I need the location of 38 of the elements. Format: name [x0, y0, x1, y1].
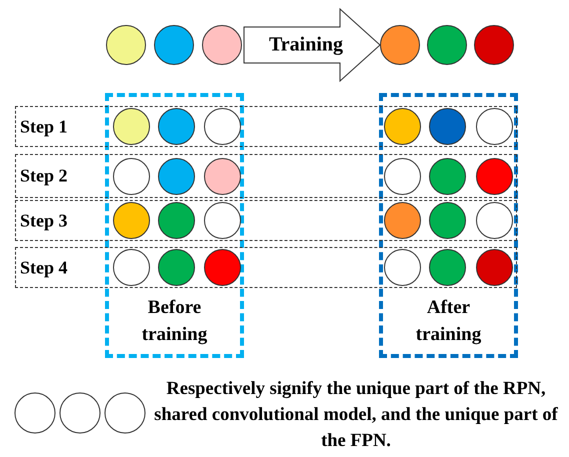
step-label: Step 2 [20, 166, 68, 186]
circle-shape [158, 202, 194, 239]
circle-shape [112, 108, 150, 145]
circle-shape [112, 158, 150, 194]
edge-label: Training [268, 34, 344, 56]
circle-shape [112, 249, 150, 286]
circle-shape [476, 158, 512, 194]
circle-shape [474, 25, 514, 65]
group-label: Before training [140, 296, 208, 347]
circle-shape [204, 249, 240, 286]
circle-shape [428, 158, 466, 194]
circle-shape [476, 202, 512, 239]
circle-shape [204, 108, 240, 145]
circle-shape [476, 249, 512, 286]
circle-shape [384, 158, 420, 194]
circle-shape [154, 25, 194, 65]
circle-shape [158, 108, 194, 145]
step-label: Step 1 [20, 116, 68, 137]
step-label: Step 4 [20, 257, 68, 278]
legend-text: Respectively signify the unique part of the RPN, shared convolutional model, and the unique part of the FPN. [153, 378, 559, 453]
circle-shape [428, 249, 466, 286]
circle-shape [106, 25, 146, 65]
circle-shape [476, 108, 512, 145]
circle-shape [204, 158, 240, 194]
circle-shape [384, 108, 420, 145]
circle-shape [384, 249, 420, 286]
circle-shape [380, 25, 420, 65]
circle-shape [428, 202, 466, 239]
circle-shape [427, 25, 467, 65]
group-label: After training [414, 296, 482, 347]
step-label: Step 3 [20, 210, 68, 231]
circle-shape [428, 108, 466, 145]
circle-shape [384, 202, 420, 239]
circle-shape [158, 158, 194, 194]
circle-shape [202, 25, 242, 65]
circle-shape [158, 249, 194, 286]
circle-shape [112, 202, 150, 239]
circle-shape [204, 202, 240, 239]
